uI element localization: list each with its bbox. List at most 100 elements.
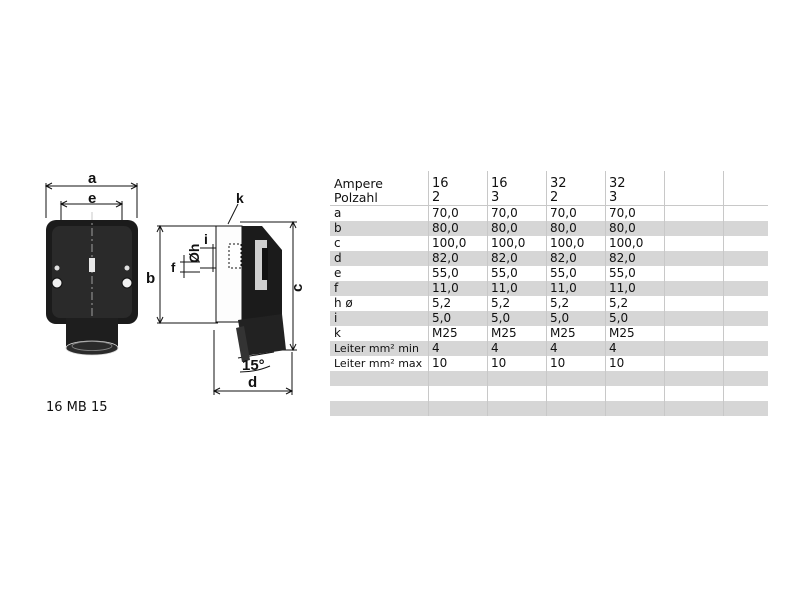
cell-value: 10 — [546, 356, 606, 371]
row-label — [330, 401, 429, 416]
cell-value: 80,0 — [546, 221, 606, 236]
header-ampere-value: 16 — [491, 176, 508, 191]
cell-value: M25 — [605, 326, 665, 341]
cell-value: 80,0 — [605, 221, 665, 236]
label-e: e — [88, 190, 96, 207]
row-label: Leiter mm² max — [330, 356, 429, 371]
table-row: d 82,0 82,0 82,0 82,0 — [330, 251, 768, 266]
table-row — [330, 371, 768, 386]
table-row: Leiter mm² max 10 10 10 10 — [330, 356, 768, 371]
cell-value: 70,0 — [605, 205, 665, 221]
row-label: e — [330, 266, 429, 281]
cell-value — [428, 386, 488, 401]
table-row: a 70,0 70,0 70,0 70,0 — [330, 205, 768, 221]
cell-value: 5,0 — [428, 311, 488, 326]
row-label: k — [330, 326, 429, 341]
label-oh: Øh — [186, 244, 202, 263]
row-label: f — [330, 281, 429, 296]
cell-value: M25 — [428, 326, 488, 341]
row-label: a — [330, 205, 429, 221]
table-row: k M25 M25 M25 M25 — [330, 326, 768, 341]
cell-value — [487, 386, 547, 401]
cell-value: 5,2 — [487, 296, 547, 311]
model-caption: 16 MB 15 — [46, 400, 108, 415]
cell-value: 4 — [428, 341, 488, 356]
cell-value: 55,0 — [487, 266, 547, 281]
cell-value: 5,0 — [605, 311, 665, 326]
header-ampere-label: Ampere — [334, 176, 383, 191]
cell-value: 5,0 — [546, 311, 606, 326]
row-label: h ø — [330, 296, 429, 311]
cell-value: 10 — [428, 356, 488, 371]
label-angle: 15° — [242, 357, 265, 374]
row-label: Leiter mm² min — [330, 341, 429, 356]
header-polzahl-value: 3 — [609, 190, 618, 205]
label-c: c — [289, 284, 306, 292]
cell-value — [428, 401, 488, 416]
cell-value: 5,2 — [605, 296, 665, 311]
cell-value: 55,0 — [605, 266, 665, 281]
header-ampere-value: 32 — [550, 176, 567, 191]
table-row: c 100,0 100,0 100,0 100,0 — [330, 236, 768, 251]
cell-value: 5,2 — [428, 296, 488, 311]
cell-value: 11,0 — [546, 281, 606, 296]
row-label — [330, 371, 429, 386]
cell-value: 70,0 — [428, 205, 488, 221]
table-row: b 80,0 80,0 80,0 80,0 — [330, 221, 768, 236]
cell-value: 55,0 — [546, 266, 606, 281]
cell-value: 10 — [605, 356, 665, 371]
cell-value — [605, 401, 665, 416]
row-label: b — [330, 221, 429, 236]
cell-value: 100,0 — [546, 236, 606, 251]
cell-value: 5,0 — [487, 311, 547, 326]
side-view — [215, 225, 286, 362]
label-k: k — [236, 190, 244, 206]
row-label — [330, 386, 429, 401]
cell-value: 11,0 — [487, 281, 547, 296]
cell-value: 4 — [487, 341, 547, 356]
table-row: Leiter mm² min 4 4 4 4 — [330, 341, 768, 356]
front-view — [46, 212, 138, 356]
header-polzahl-value: 3 — [491, 190, 500, 205]
table-row: i 5,0 5,0 5,0 5,0 — [330, 311, 768, 326]
cell-value: 4 — [605, 341, 665, 356]
header-ampere-value: 32 — [609, 176, 626, 191]
cell-value: 55,0 — [428, 266, 488, 281]
cell-value: 70,0 — [487, 205, 547, 221]
cell-value: M25 — [546, 326, 606, 341]
cell-value: 82,0 — [428, 251, 488, 266]
cell-value: 5,2 — [546, 296, 606, 311]
row-label: d — [330, 251, 429, 266]
cell-value — [546, 371, 606, 386]
table-row: f 11,0 11,0 11,0 11,0 — [330, 281, 768, 296]
cell-value: 80,0 — [487, 221, 547, 236]
label-f: f — [171, 260, 176, 275]
cell-value — [428, 371, 488, 386]
cell-value: 10 — [487, 356, 547, 371]
label-b: b — [146, 270, 155, 287]
label-a: a — [88, 170, 97, 187]
table-row — [330, 401, 768, 416]
header-polzahl-value: 2 — [432, 190, 441, 205]
cell-value — [605, 371, 665, 386]
cell-value: 4 — [546, 341, 606, 356]
cell-value — [605, 386, 665, 401]
cell-value: 82,0 — [487, 251, 547, 266]
cell-value: M25 — [487, 326, 547, 341]
label-d: d — [248, 374, 257, 391]
cell-value: 82,0 — [546, 251, 606, 266]
cell-value — [546, 401, 606, 416]
cell-value — [487, 401, 547, 416]
cell-value: 11,0 — [605, 281, 665, 296]
table-row: e 55,0 55,0 55,0 55,0 — [330, 266, 768, 281]
cell-value: 70,0 — [546, 205, 606, 221]
table-row — [330, 386, 768, 401]
row-label: c — [330, 236, 429, 251]
cell-value: 100,0 — [605, 236, 665, 251]
row-label: i — [330, 311, 429, 326]
header-polzahl-value: 2 — [550, 190, 559, 205]
header-polzahl-label: Polzahl — [334, 190, 378, 205]
cell-value: 100,0 — [487, 236, 547, 251]
